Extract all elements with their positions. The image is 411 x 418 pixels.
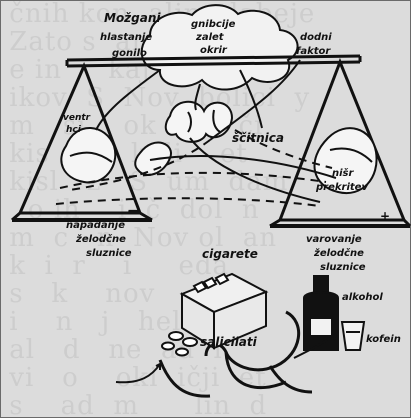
alcohol-bottle-drawing <box>304 276 338 350</box>
label-cloud-1: gnibcije <box>191 19 236 30</box>
label-cigarettes: cigarete <box>202 247 258 261</box>
label-factor-1: dodni <box>300 32 332 43</box>
thyroid-drawing <box>166 102 232 142</box>
label-thyroid: ščitnica <box>232 131 284 145</box>
label-left-pan-3: sluznice <box>86 248 132 259</box>
label-salicylates: salicilati <box>200 335 258 349</box>
label-left-pan-1: napadanje <box>66 220 125 231</box>
label-right-organ-2: prekritev <box>315 182 368 193</box>
label-right-pan-3: sluznice <box>320 262 366 273</box>
label-minus: — <box>128 203 140 217</box>
label-factor-2: faktor <box>296 46 331 57</box>
label-coffee: kofein <box>366 334 401 345</box>
salicylate-pills-drawing <box>162 332 197 356</box>
label-cloud-2: zalet <box>195 32 225 43</box>
label-left-pan-2: želodčne <box>75 233 126 245</box>
label-brain-3: gonilo <box>112 48 147 59</box>
label-plus: + <box>380 209 390 223</box>
label-brain-1: Možgani <box>104 11 161 25</box>
label-right-pan-1: varovanje <box>306 234 362 245</box>
label-alcohol: alkohol <box>342 292 383 303</box>
label-right-organ-1: nišr <box>332 167 354 179</box>
label-cloud-3: okrir <box>200 45 228 56</box>
label-brain-2: hlastanje <box>100 32 152 43</box>
label-left-organ-1: ventr <box>63 113 91 123</box>
label-right-pan-2: želodčne <box>313 247 364 259</box>
coffee-glass-drawing <box>342 322 364 350</box>
label-left-organ-2: hci <box>66 125 82 135</box>
left-organ-drawing <box>61 128 115 183</box>
